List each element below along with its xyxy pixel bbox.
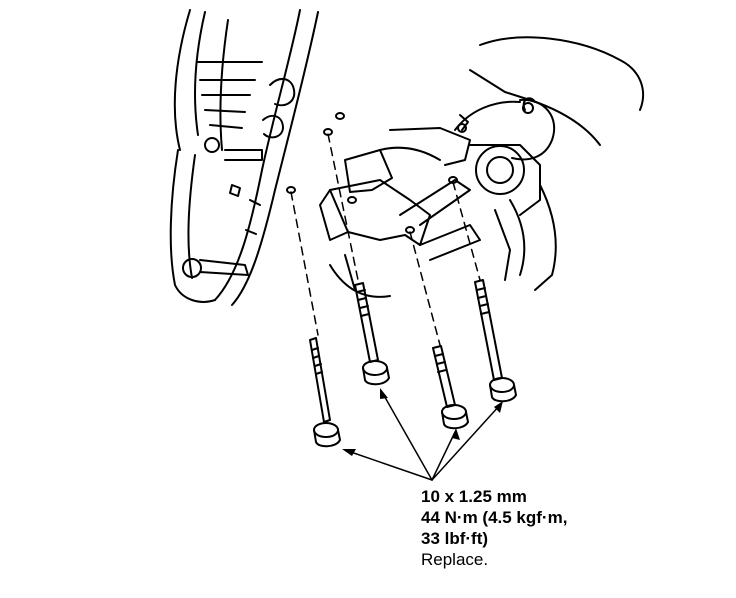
bolt-4 — [474, 279, 517, 403]
torque-imperial-label: 33 lbf·ft) — [421, 529, 489, 548]
vehicle-frame — [169, 9, 319, 306]
torque-spec-callout: 10 x 1.25 mm 44 N·m (4.5 kgf·m, 33 lbf·f… — [421, 486, 567, 570]
callout-leaders — [344, 391, 501, 481]
bolt-3 — [432, 345, 469, 430]
alignment-lines — [290, 133, 481, 346]
bolt-1 — [309, 337, 341, 448]
bolt-size-label: 10 x 1.25 mm — [421, 487, 527, 506]
bolt-2 — [354, 282, 390, 386]
engine-mount-bracket — [319, 36, 645, 298]
arrowheads — [342, 388, 503, 456]
mounting-holes — [286, 112, 458, 234]
replace-instruction: Replace. — [421, 550, 489, 569]
torque-metric-label: 44 N·m (4.5 kgf·m, — [421, 508, 568, 527]
